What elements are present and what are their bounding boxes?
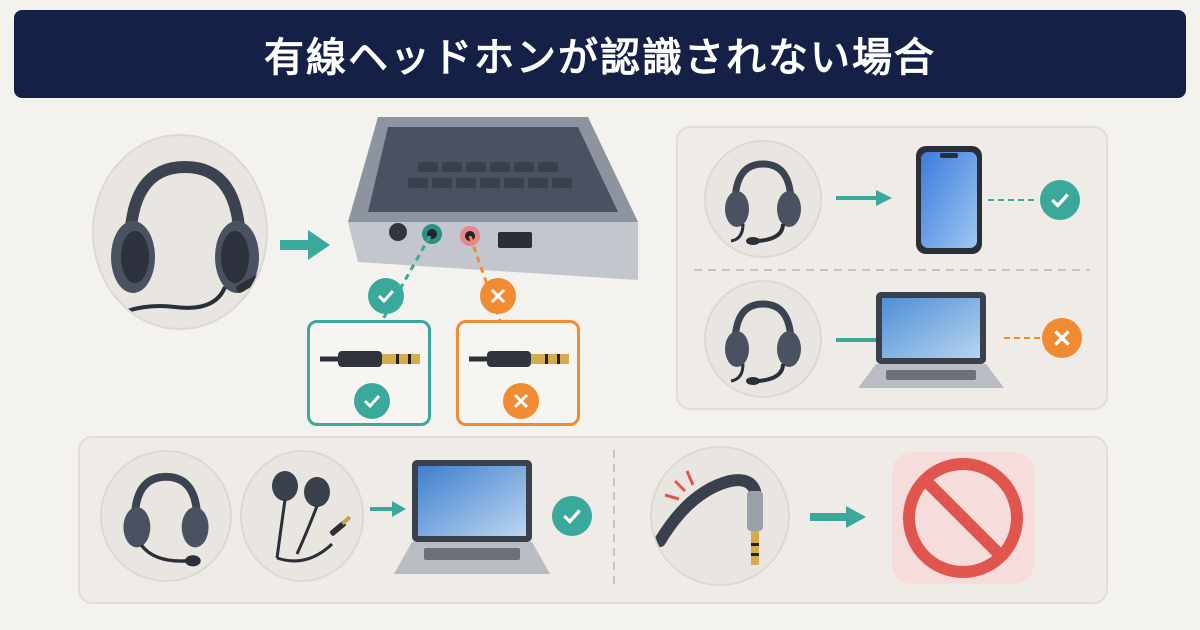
- connector-ng-line: [1004, 337, 1042, 339]
- check-icon: [377, 289, 395, 304]
- connector-ok-line: [988, 199, 1038, 201]
- plug-ok-box: [307, 320, 431, 426]
- audio-plug-icon: [320, 351, 420, 367]
- earphones-circle: [240, 450, 364, 582]
- laptop-ports-illustration: [348, 117, 638, 280]
- headset-circle-1: [704, 140, 822, 258]
- headset-icon: [123, 472, 209, 567]
- arrow-right-icon: [370, 501, 406, 517]
- laptop-ok-badge: [552, 496, 592, 536]
- headset-icon: [725, 300, 801, 385]
- phone-ok-badge: [1040, 180, 1080, 220]
- check-icon: [363, 394, 381, 409]
- headset-circle-3: [100, 450, 232, 582]
- headphone-circle: [92, 134, 268, 330]
- plug-ng-box: [456, 320, 580, 426]
- audio-plug-icon: [469, 351, 569, 367]
- row-divider: [694, 269, 1090, 271]
- port-ng-badge: [480, 278, 516, 314]
- cross-icon: [1054, 330, 1070, 346]
- laptop-ng-badge: [1042, 318, 1082, 358]
- smartphone-icon: [916, 146, 982, 254]
- page-title: 有線ヘッドホンが認識されない場合: [264, 35, 936, 81]
- port-ok-badge: [368, 278, 404, 314]
- bottom-divider: [613, 450, 615, 590]
- cross-icon: [513, 393, 529, 409]
- check-icon: [1051, 193, 1069, 208]
- title-banner: 有線ヘッドホンが認識されない場合: [14, 10, 1186, 98]
- headphone-icon: [103, 160, 265, 324]
- plug-ng-badge: [503, 383, 539, 419]
- damaged-cable-circle: [650, 446, 790, 586]
- plug-ok-badge: [354, 383, 390, 419]
- damaged-cable-icon: [655, 470, 763, 565]
- cross-icon: [490, 288, 506, 304]
- laptop-icon: [858, 292, 1004, 388]
- arrow-right-icon: [280, 230, 330, 260]
- headset-icon: [725, 160, 801, 245]
- laptop-icon: [394, 460, 550, 574]
- prohibited-icon: [892, 452, 1034, 584]
- arrow-right-icon: [836, 190, 892, 206]
- earphones-icon: [272, 471, 352, 563]
- headset-circle-2: [704, 280, 822, 398]
- arrow-right-icon: [810, 506, 866, 528]
- check-icon: [563, 509, 581, 524]
